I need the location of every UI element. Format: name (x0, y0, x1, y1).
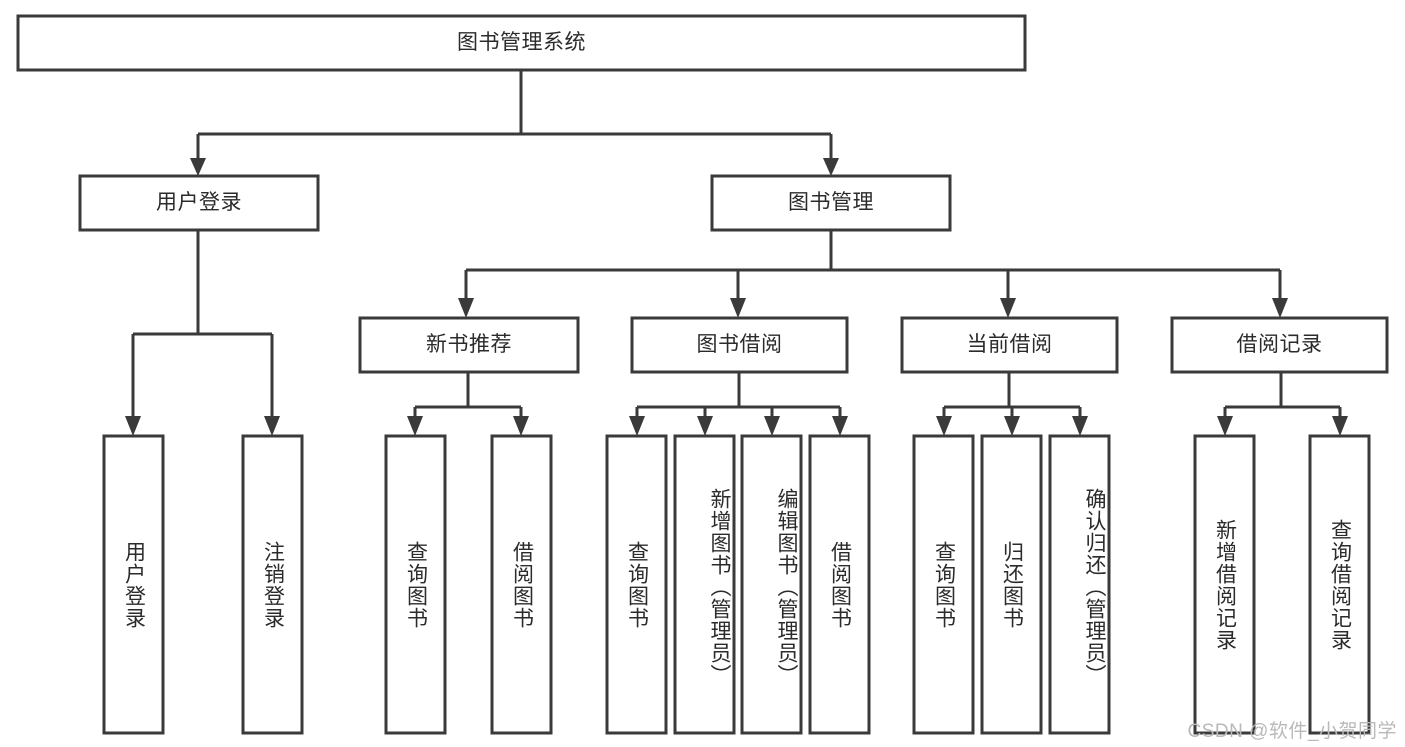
arrow-bb-add (697, 416, 713, 436)
leaf-user-login-box[interactable] (102, 434, 165, 735)
arrow-br-add (1217, 416, 1233, 436)
arrow-cb-confirm (1072, 416, 1088, 436)
node-book-manage-box[interactable] (710, 174, 952, 232)
leaf-cb-confirm-box[interactable] (1048, 434, 1111, 735)
arrow-borrow-record (1272, 298, 1288, 318)
node-book-borrow-box[interactable] (630, 316, 849, 374)
leaf-bb-add-box[interactable] (673, 434, 736, 735)
arrow-new-book (458, 298, 474, 318)
arrow-nb-borrow (513, 416, 529, 436)
arrow-book-manage (823, 158, 839, 176)
arrow-bb-query (629, 416, 645, 436)
leaf-bb-borrow-box[interactable] (808, 434, 871, 735)
arrow-book-borrow (730, 298, 746, 318)
arrow-current-borrow (1000, 298, 1016, 318)
leaf-bb-edit-box[interactable] (740, 434, 803, 735)
node-user-login-box[interactable] (78, 174, 320, 232)
arrow-bb-borrow (832, 416, 848, 436)
arrow-bb-edit (764, 416, 780, 436)
leaf-nb-query-box[interactable] (384, 434, 447, 735)
arrow-nb-query (407, 416, 423, 436)
leaf-nb-borrow-box[interactable] (490, 434, 553, 735)
arrow-leaf-user-login (125, 416, 141, 436)
arrow-cb-query (936, 416, 952, 436)
leaf-cb-return-box[interactable] (980, 434, 1043, 735)
leaf-br-add-box[interactable] (1193, 434, 1256, 735)
arrow-br-query (1332, 416, 1348, 436)
arrow-cb-return (1004, 416, 1020, 436)
node-current-borrow-box[interactable] (900, 316, 1119, 374)
leaf-cb-query-box[interactable] (912, 434, 975, 735)
leaf-bb-query-box[interactable] (605, 434, 668, 735)
watermark-text: CSDN @软件_小贺同学 (1187, 721, 1397, 742)
node-root-box[interactable] (16, 14, 1027, 72)
arrow-leaf-logout (264, 416, 280, 436)
node-borrow-record-box[interactable] (1170, 316, 1389, 374)
leaf-logout-box[interactable] (241, 434, 304, 735)
node-new-book-recommend-box[interactable] (358, 316, 580, 374)
leaf-br-query-box[interactable] (1308, 434, 1371, 735)
arrow-user-login (190, 158, 206, 176)
